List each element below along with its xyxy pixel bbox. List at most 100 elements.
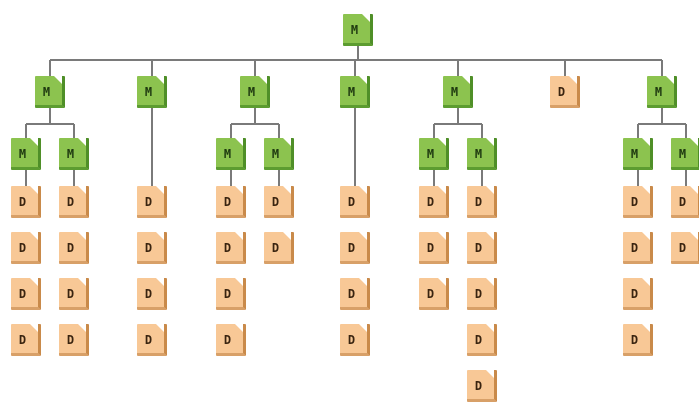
branch-1-sub-1-detail-node-1[interactable]: D bbox=[11, 186, 41, 218]
branch-3-sub-1-master-node[interactable]: M bbox=[216, 138, 246, 170]
branch-7-sub-2-detail-node-1[interactable]: D bbox=[671, 186, 699, 218]
branch-3-sub-1-detail-node-2[interactable]: D bbox=[216, 232, 246, 264]
folded-corner-icon bbox=[642, 324, 650, 332]
branch-5-sub-2-detail-node-4[interactable]: D bbox=[467, 324, 497, 356]
node-label: D bbox=[18, 195, 27, 209]
branch-2-detail-node-4[interactable]: D bbox=[137, 324, 167, 356]
branch-1-sub-2-detail-node-3[interactable]: D bbox=[59, 278, 89, 310]
branch-7-sub-1-master-node[interactable]: M bbox=[623, 138, 653, 170]
folded-corner-icon bbox=[359, 324, 367, 332]
branch-1-sub-1-detail-node-4[interactable]: D bbox=[11, 324, 41, 356]
branch-1-sub-1-master-node[interactable]: M bbox=[11, 138, 41, 170]
branch-4-detail-node-3[interactable]: D bbox=[340, 278, 370, 310]
node-label: D bbox=[66, 333, 75, 347]
folded-corner-icon bbox=[462, 76, 470, 84]
branch-5-sub-2-master-node[interactable]: M bbox=[467, 138, 497, 170]
folded-corner-icon bbox=[283, 138, 291, 146]
branch-5-sub-2-detail-node-1[interactable]: D bbox=[467, 186, 497, 218]
folded-corner-icon bbox=[438, 232, 446, 240]
branch-7-sub-1-detail-node-1[interactable]: D bbox=[623, 186, 653, 218]
branch-5-sub-1-detail-node-2[interactable]: D bbox=[419, 232, 449, 264]
branch-1-master-node[interactable]: M bbox=[35, 76, 65, 108]
folded-corner-icon bbox=[642, 138, 650, 146]
folded-corner-icon bbox=[259, 76, 267, 84]
branch-5-master-node[interactable]: M bbox=[443, 76, 473, 108]
branch-3-sub-2-detail-node-1[interactable]: D bbox=[264, 186, 294, 218]
folded-corner-icon bbox=[690, 186, 698, 194]
folded-corner-icon bbox=[359, 76, 367, 84]
node-label: M bbox=[271, 147, 280, 161]
branch-6-detail-node[interactable]: D bbox=[550, 76, 580, 108]
node-label: D bbox=[223, 333, 232, 347]
branch-3-sub-2-master-node[interactable]: M bbox=[264, 138, 294, 170]
node-label: D bbox=[474, 333, 483, 347]
folded-corner-icon bbox=[690, 232, 698, 240]
node-label: D bbox=[144, 333, 153, 347]
branch-2-detail-node-3[interactable]: D bbox=[137, 278, 167, 310]
node-label: M bbox=[66, 147, 75, 161]
branch-4-detail-node-1[interactable]: D bbox=[340, 186, 370, 218]
branch-1-sub-1-detail-node-3[interactable]: D bbox=[11, 278, 41, 310]
branch-3-sub-1-detail-node-4[interactable]: D bbox=[216, 324, 246, 356]
branch-5-sub-2-detail-node-3[interactable]: D bbox=[467, 278, 497, 310]
folded-corner-icon bbox=[283, 186, 291, 194]
node-label: M bbox=[223, 147, 232, 161]
node-label: D bbox=[557, 85, 566, 99]
folded-corner-icon bbox=[359, 186, 367, 194]
branch-1-sub-2-master-node[interactable]: M bbox=[59, 138, 89, 170]
branch-4-detail-node-2[interactable]: D bbox=[340, 232, 370, 264]
branch-5-sub-1-detail-node-3[interactable]: D bbox=[419, 278, 449, 310]
node-label: D bbox=[474, 241, 483, 255]
node-label: M bbox=[42, 85, 51, 99]
branch-7-sub-1-detail-node-4[interactable]: D bbox=[623, 324, 653, 356]
node-label: M bbox=[654, 85, 663, 99]
branch-3-sub-2-detail-node-2[interactable]: D bbox=[264, 232, 294, 264]
root-master-node[interactable]: M bbox=[343, 14, 373, 46]
branch-7-sub-1-detail-node-2[interactable]: D bbox=[623, 232, 653, 264]
folded-corner-icon bbox=[359, 278, 367, 286]
node-label: D bbox=[347, 333, 356, 347]
node-label: M bbox=[347, 85, 356, 99]
node-label: M bbox=[630, 147, 639, 161]
node-label: D bbox=[144, 241, 153, 255]
branch-2-master-node[interactable]: M bbox=[137, 76, 167, 108]
branch-3-sub-1-detail-node-1[interactable]: D bbox=[216, 186, 246, 218]
branch-7-master-node[interactable]: M bbox=[647, 76, 677, 108]
branch-2-detail-node-2[interactable]: D bbox=[137, 232, 167, 264]
branch-3-master-node[interactable]: M bbox=[240, 76, 270, 108]
node-label: M bbox=[18, 147, 27, 161]
node-label: D bbox=[678, 241, 687, 255]
branch-5-sub-1-master-node[interactable]: M bbox=[419, 138, 449, 170]
branch-5-sub-2-detail-node-2[interactable]: D bbox=[467, 232, 497, 264]
folded-corner-icon bbox=[283, 232, 291, 240]
folded-corner-icon bbox=[54, 76, 62, 84]
branch-4-master-node[interactable]: M bbox=[340, 76, 370, 108]
branch-7-sub-2-detail-node-2[interactable]: D bbox=[671, 232, 699, 264]
node-label: D bbox=[223, 241, 232, 255]
branch-1-sub-2-detail-node-2[interactable]: D bbox=[59, 232, 89, 264]
node-label: M bbox=[450, 85, 459, 99]
branch-1-sub-2-detail-node-4[interactable]: D bbox=[59, 324, 89, 356]
folded-corner-icon bbox=[690, 138, 698, 146]
branch-4-detail-node-4[interactable]: D bbox=[340, 324, 370, 356]
branch-5-sub-2-detail-node-5[interactable]: D bbox=[467, 370, 497, 402]
branch-1-sub-1-detail-node-2[interactable]: D bbox=[11, 232, 41, 264]
folded-corner-icon bbox=[486, 370, 494, 378]
folded-corner-icon bbox=[235, 138, 243, 146]
branch-3-sub-1-detail-node-3[interactable]: D bbox=[216, 278, 246, 310]
branch-2-detail-node-1[interactable]: D bbox=[137, 186, 167, 218]
branch-1-sub-2-detail-node-1[interactable]: D bbox=[59, 186, 89, 218]
branch-7-sub-1-detail-node-3[interactable]: D bbox=[623, 278, 653, 310]
node-label: D bbox=[223, 195, 232, 209]
node-label: M bbox=[247, 85, 256, 99]
folded-corner-icon bbox=[235, 186, 243, 194]
node-label: D bbox=[66, 287, 75, 301]
node-label: D bbox=[18, 333, 27, 347]
branch-7-sub-2-master-node[interactable]: M bbox=[671, 138, 699, 170]
folded-corner-icon bbox=[156, 186, 164, 194]
branch-5-sub-1-detail-node-1[interactable]: D bbox=[419, 186, 449, 218]
folded-corner-icon bbox=[156, 324, 164, 332]
folded-corner-icon bbox=[78, 232, 86, 240]
